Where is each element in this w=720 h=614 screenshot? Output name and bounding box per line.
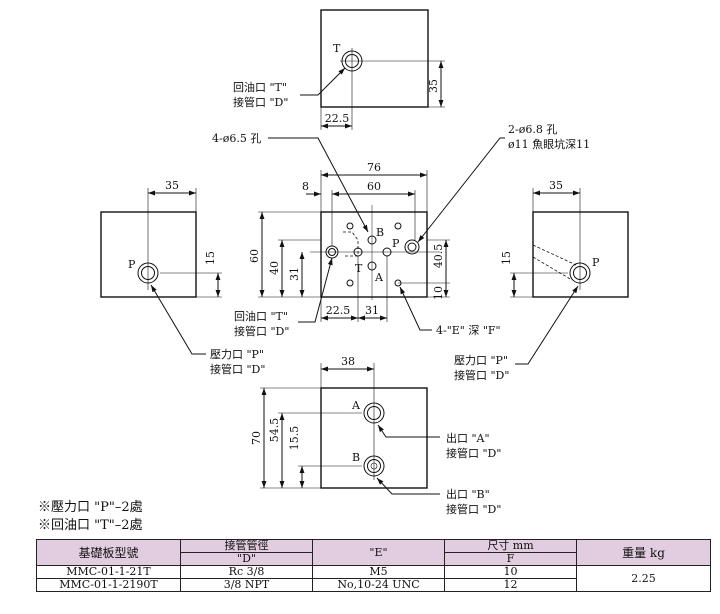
counterbore-leader: [417, 137, 505, 243]
cell-f: 10: [444, 565, 577, 579]
cell-model: MMC-01-1-21T: [36, 565, 181, 579]
cell-e: No,10-24 UNC: [312, 578, 445, 592]
right-dim-35: 35: [549, 179, 563, 192]
header-pipe-port-sub: "D": [180, 552, 313, 566]
header-model: 基礎板型號: [36, 539, 181, 566]
bottom-callout-a-2: 接管口 "D": [446, 446, 501, 460]
dim-22-5: 22.5: [326, 304, 351, 317]
bottom-label-b: B: [352, 451, 360, 464]
top-dim-22-5: 22.5: [325, 112, 350, 125]
center-label-t: T: [355, 262, 363, 275]
dim-40: 40: [268, 261, 281, 275]
spec-table: 基礎板型號 接管管徑 "E" 尺寸 mm 重量 kg "D" F MMC-01-…: [36, 539, 711, 592]
center-t-leader: [298, 257, 333, 323]
center-label-p: P: [392, 237, 400, 250]
top-callout-2: 接管口 "D": [233, 95, 288, 109]
note-return-port: ※回油口 "T"–2處: [38, 518, 143, 533]
center-label-b: B: [376, 226, 384, 239]
header-e: "E": [312, 539, 445, 566]
header-weight: 重量 kg: [576, 539, 711, 566]
bottom-a-leader: [377, 424, 440, 438]
note-pressure-port: ※壓力口 "P"–2處: [38, 500, 143, 515]
center-callout-1: 回油口 "T": [234, 309, 288, 323]
center-label-a: A: [374, 271, 384, 284]
cell-pipe: 3/8 NPT: [180, 578, 313, 592]
dim-31-v: 31: [288, 267, 301, 281]
bottom-b-leader: [376, 477, 440, 495]
counterbore-note-1: 2-ø6.8 孔: [508, 123, 557, 136]
right-callout-1: 壓力口 "P": [454, 354, 508, 367]
hole-note-leader: [268, 137, 369, 233]
right-dim-15: 15: [500, 251, 513, 265]
cell-e: M5: [312, 565, 445, 579]
center-port-p-outer: [404, 239, 420, 255]
center-view-block: [320, 211, 428, 298]
bottom-dim-15-5: 15.5: [288, 426, 301, 451]
counterbore-note-2: ø11 魚眼坑深11: [508, 137, 590, 151]
left-port-p-label: P: [128, 258, 136, 271]
left-dim-15: 15: [204, 251, 217, 265]
dim-8: 8: [302, 180, 309, 193]
tapped-note-leader: [399, 286, 432, 331]
bottom-dim-54-5: 54.5: [268, 418, 281, 443]
bottom-callout-b-1: 出口 "B": [446, 487, 490, 501]
left-view: [100, 188, 222, 355]
right-callout-2: 接管口 "D": [454, 368, 509, 382]
right-view-block: [532, 211, 629, 298]
right-port-p-label: P: [592, 256, 600, 269]
dim-60-h: 60: [367, 180, 381, 193]
tapped-note: 4-"E" 深 "F": [436, 324, 501, 337]
left-view-block: [100, 211, 197, 298]
dim-10: 10: [432, 286, 445, 300]
dim-76: 76: [367, 161, 381, 174]
bottom-view: [260, 363, 440, 495]
dim-60-v: 60: [248, 249, 261, 263]
hole-note: 4-ø6.5 孔: [212, 132, 261, 145]
bottom-dim-70: 70: [250, 431, 263, 445]
header-size: 尺寸 mm: [444, 539, 577, 553]
cell-f: 12: [444, 578, 577, 592]
dim-31-h: 31: [365, 304, 379, 317]
header-size-sub: F: [444, 552, 577, 566]
top-port-t-label: T: [333, 42, 341, 55]
top-view: [300, 9, 445, 130]
table-row: MMC-01-1-2190T 3/8 NPT No,10-24 UNC 12: [36, 578, 711, 592]
left-callout-1: 壓力口 "P": [210, 348, 264, 361]
bottom-label-a: A: [351, 399, 361, 412]
left-callout-2: 接管口 "D": [210, 362, 265, 376]
right-callout-leader: [515, 285, 579, 365]
center-view: [258, 137, 505, 331]
cell-weight: 2.25: [576, 565, 711, 592]
left-dim-35: 35: [165, 179, 179, 192]
center-callout-2: 接管口 "D": [234, 324, 289, 338]
right-view: [510, 188, 629, 365]
bottom-callout-a-1: 出口 "A": [446, 431, 490, 445]
top-callout-leader: [300, 67, 346, 96]
left-callout-leader: [150, 284, 206, 355]
bottom-callout-b-2: 接管口 "D": [446, 502, 501, 516]
top-dim-35: 35: [427, 79, 440, 93]
dim-40-5: 40.5: [432, 244, 445, 269]
top-callout-1: 回油口 "T": [233, 80, 287, 94]
cell-model: MMC-01-1-2190T: [36, 578, 181, 592]
table-row: MMC-01-1-21T Rc 3/8 M5 10 2.25: [36, 565, 711, 592]
bottom-dim-38: 38: [341, 355, 355, 368]
technical-drawing: T 35 22.5 回油口 "T" 接管口 "D" 4-ø6.5 孔 2-ø6.…: [100, 9, 629, 516]
top-view-block: [320, 9, 429, 108]
cell-pipe: Rc 3/8: [180, 565, 313, 579]
header-pipe-port: 接管管徑: [180, 539, 313, 553]
